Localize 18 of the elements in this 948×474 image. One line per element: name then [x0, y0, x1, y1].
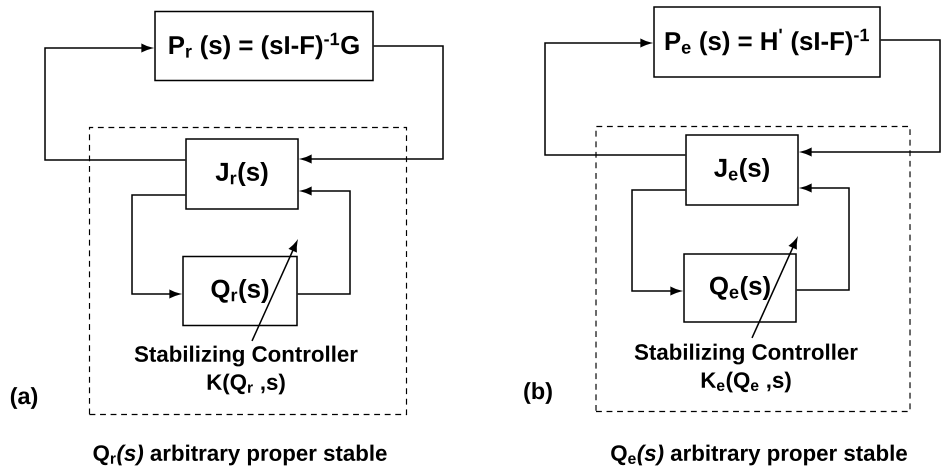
block: J$_{e}$(s) [685, 134, 799, 206]
feedback-arrow [301, 45, 444, 164]
feedback-arrow [298, 186, 351, 295]
panel-label: (b) [524, 382, 552, 404]
panel-label: (a) [10, 387, 38, 409]
block: J$_{r}$(s) [185, 138, 299, 210]
block: Q$_{r}$(s) [182, 256, 298, 326]
feedback-arrow [796, 184, 850, 291]
block: Q$_{e}$(s) [683, 253, 797, 323]
caption-text: Q$_{r}$(s) arbitrary proper stable [94, 444, 387, 466]
feedback-arrow [131, 194, 186, 298]
feedback-arrow [544, 38, 686, 156]
feedback-arrow [801, 39, 941, 156]
feedback-arrow [44, 44, 186, 161]
transfer-block: P$_{e}$ (s) = H$^{'}$ (sI-F)$^{-1}$ [653, 6, 881, 78]
feedback-arrow [631, 189, 686, 296]
transfer-block: P$_{r}$ (s) = (sI-F)$^{-1}$G [154, 10, 374, 82]
caption-text: Q$_{e}$(s) arbitrary proper stable [611, 444, 907, 466]
